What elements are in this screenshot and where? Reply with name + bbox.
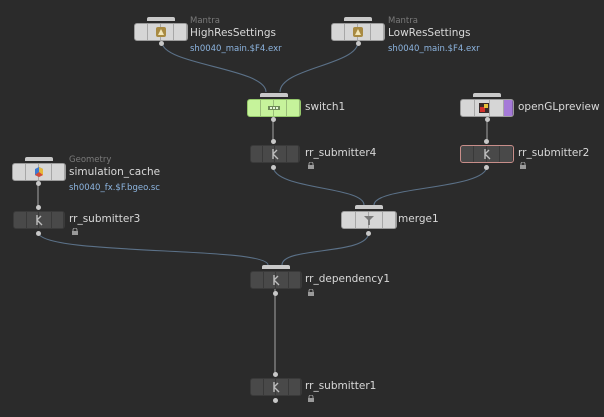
node-input-tab: [25, 157, 53, 161]
node-rr-submitter4[interactable]: [250, 139, 300, 170]
node-body[interactable]: [247, 99, 301, 117]
node-output-port[interactable]: [36, 181, 41, 186]
rr-icon: [268, 147, 282, 161]
node-rr-submitter1[interactable]: [250, 372, 302, 403]
node-openglpreview[interactable]: [460, 93, 514, 122]
mantra-icon: [351, 25, 365, 39]
wire-rr2-merge: [373, 165, 488, 206]
node-body[interactable]: [460, 145, 514, 163]
node-name-label: rr_dependency1: [305, 273, 391, 285]
wire-highres-switch: [161, 41, 267, 93]
node-input-tab: [262, 265, 290, 269]
node-output-port[interactable]: [159, 41, 164, 46]
node-output-port[interactable]: [271, 117, 276, 122]
node-input-port[interactable]: [271, 139, 276, 144]
wire-rr4-merge: [272, 165, 365, 206]
node-input-tab: [344, 17, 372, 21]
node-name-label: rr_submitter3: [69, 213, 141, 225]
node-body[interactable]: [13, 211, 65, 229]
node-body[interactable]: [134, 23, 188, 41]
lock-icon: [520, 162, 526, 169]
node-body[interactable]: [12, 163, 66, 181]
node-output-path: sh0040_fx.$F.bgeo.sc: [69, 183, 160, 193]
mantra-icon: [154, 25, 168, 39]
wire-merge-dep: [281, 231, 370, 266]
lock-icon: [308, 289, 314, 296]
node-type-label: Mantra: [388, 16, 418, 26]
node-name-label: simulation_cache: [69, 166, 161, 178]
node-name-label: rr_submitter1: [305, 380, 377, 392]
node-type-label: Geometry: [69, 155, 112, 165]
node-output-port[interactable]: [484, 165, 489, 170]
node-body[interactable]: [250, 145, 300, 163]
node-highresettings[interactable]: [134, 17, 188, 46]
node-output-port[interactable]: [356, 41, 361, 46]
rr-icon: [269, 273, 283, 287]
wire-rr3-dep: [37, 231, 269, 266]
lock-icon: [308, 395, 314, 402]
opengl-icon: [477, 101, 491, 115]
lock-icon: [308, 162, 314, 169]
node-output-port[interactable]: [273, 291, 278, 296]
node-merge1[interactable]: [341, 205, 397, 236]
node-name-label: openGLpreview: [518, 101, 600, 113]
node-output-port[interactable]: [366, 231, 371, 236]
node-rr-dependency1[interactable]: [250, 265, 302, 296]
node-body[interactable]: [460, 99, 514, 117]
node-simulation-cache[interactable]: [12, 157, 66, 186]
node-input-port[interactable]: [36, 205, 41, 210]
rr-icon: [480, 147, 494, 161]
node-name-label: rr_submitter2: [518, 147, 590, 159]
lock-icon: [72, 228, 78, 235]
node-switch1[interactable]: [247, 93, 301, 122]
node-output-port[interactable]: [36, 231, 41, 236]
node-body[interactable]: [250, 378, 302, 396]
rr-icon: [269, 380, 283, 394]
node-rr-submitter2[interactable]: [460, 139, 516, 170]
node-rr-submitter3[interactable]: [13, 205, 65, 236]
node-input-tab: [473, 93, 501, 97]
node-input-port[interactable]: [484, 139, 489, 144]
node-input-tab: [260, 93, 288, 97]
node-body[interactable]: [250, 271, 302, 289]
node-name-label: LowResSettings: [388, 27, 471, 39]
node-body[interactable]: [331, 23, 385, 41]
node-name-label: HighResSettings: [190, 27, 276, 39]
node-name-label: merge1: [398, 213, 439, 225]
node-output-port[interactable]: [273, 398, 278, 403]
node-input-tab: [355, 205, 383, 209]
wire-lowres-switch: [279, 41, 359, 93]
node-output-port[interactable]: [485, 117, 490, 122]
merge-icon: [362, 213, 376, 227]
node-output-path: sh0040_main.$F4.exr: [190, 44, 282, 54]
node-input-tab: [147, 17, 175, 21]
rr-icon: [32, 213, 46, 227]
switch-icon: [267, 101, 281, 115]
node-input-port[interactable]: [273, 372, 278, 377]
node-type-label: Mantra: [190, 16, 220, 26]
node-name-label: rr_submitter4: [305, 147, 377, 159]
node-name-label: switch1: [305, 101, 346, 113]
node-body[interactable]: [341, 211, 397, 229]
node-output-port[interactable]: [271, 165, 276, 170]
geometry-icon: [32, 165, 46, 179]
node-lowressettings[interactable]: [331, 17, 385, 46]
node-output-path: sh0040_main.$F4.exr: [388, 44, 480, 54]
